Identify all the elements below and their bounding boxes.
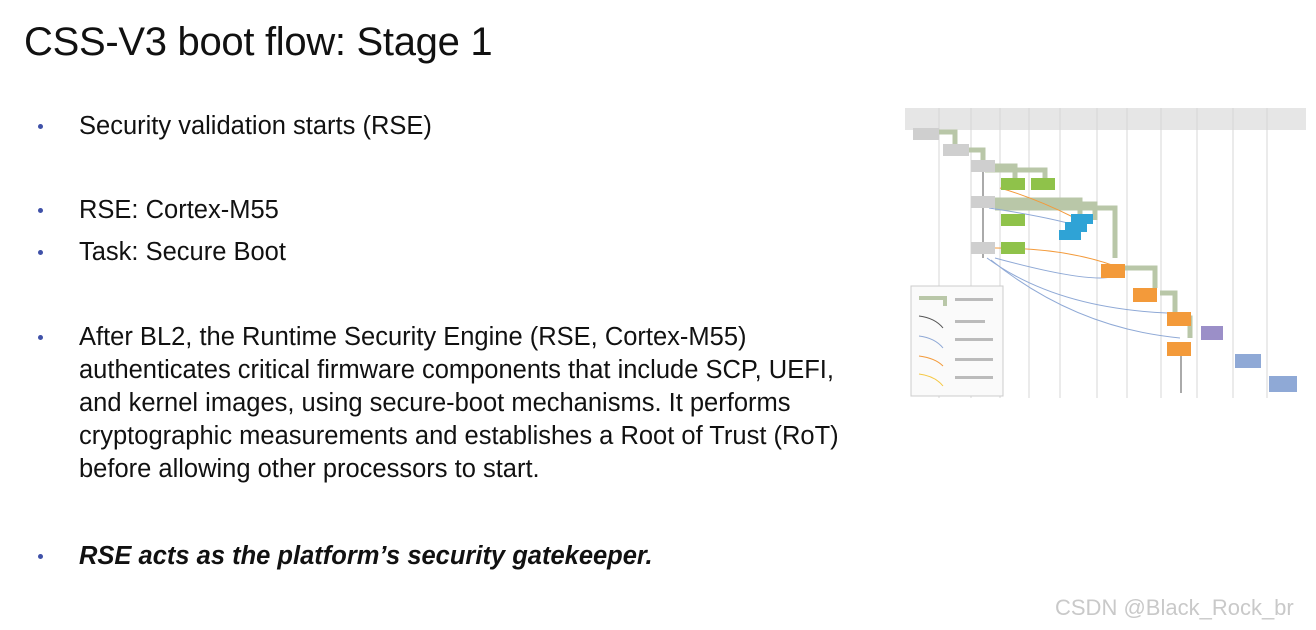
bullet-dot: [38, 208, 43, 213]
bullet-dot: [38, 554, 43, 559]
csdn-watermark: CSDN @Black_Rock_br: [1055, 595, 1294, 620]
bullet-dot: [38, 250, 43, 255]
boot-flow-diagram-image: [905, 108, 1306, 398]
boot-flow-diagram-thumbnail: [905, 108, 1306, 398]
diagram-boxes: [913, 128, 1297, 392]
bullet-text: RSE acts as the platform’s security gate…: [79, 542, 653, 570]
bullet-dot: [38, 124, 43, 129]
bullet-text: RSE: Cortex-M55: [79, 196, 279, 224]
diagram-legend: [910, 285, 1004, 397]
bullet-text: Security validation starts (RSE): [79, 112, 432, 140]
diagram-header: [905, 108, 1306, 130]
slide-title: CSS-V3 boot flow: Stage 1: [24, 20, 493, 64]
bullet-text: Task: Secure Boot: [79, 238, 286, 266]
bullet-text: After BL2, the Runtime Security Engine (…: [79, 323, 839, 483]
bullet-dot: [38, 335, 43, 340]
diagram-auth-arrows: [923, 129, 1193, 338]
